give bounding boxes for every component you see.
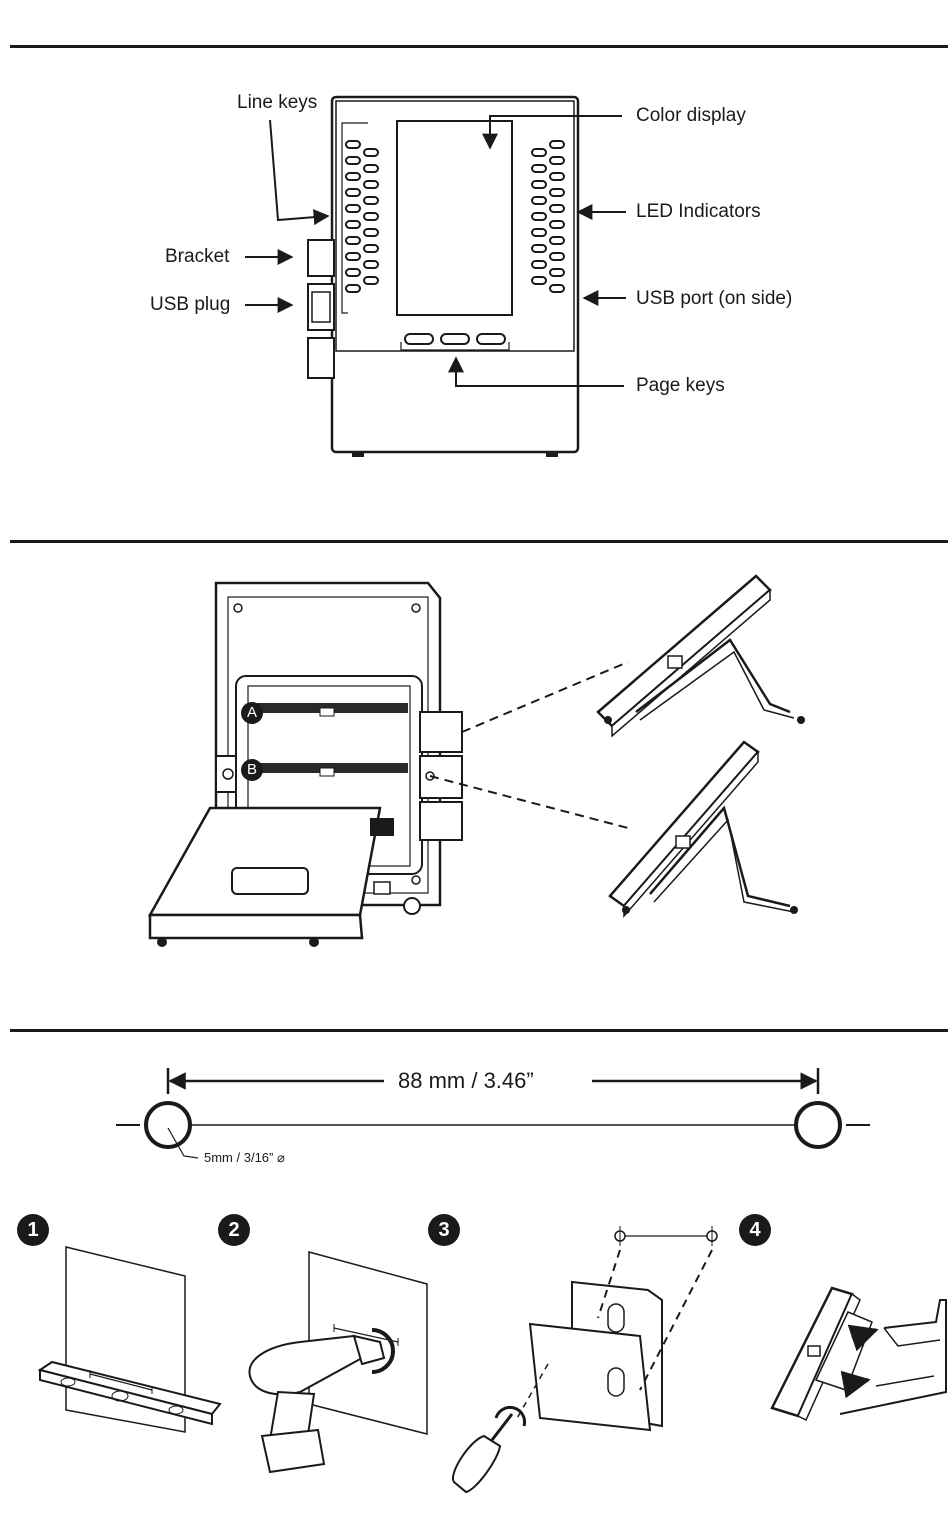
step-4-badge: 4 bbox=[739, 1214, 771, 1246]
hole-spacing-dimension: 88 mm / 3.46” bbox=[398, 1068, 534, 1094]
hole-size-label: 5mm / 3/16” ⌀ bbox=[204, 1150, 285, 1166]
mount-hole-right bbox=[796, 1103, 840, 1147]
step-3-badge: 3 bbox=[428, 1214, 460, 1246]
mount-hole-left bbox=[146, 1103, 190, 1147]
step-2-badge: 2 bbox=[218, 1214, 250, 1246]
step-1-badge: 1 bbox=[17, 1214, 49, 1246]
